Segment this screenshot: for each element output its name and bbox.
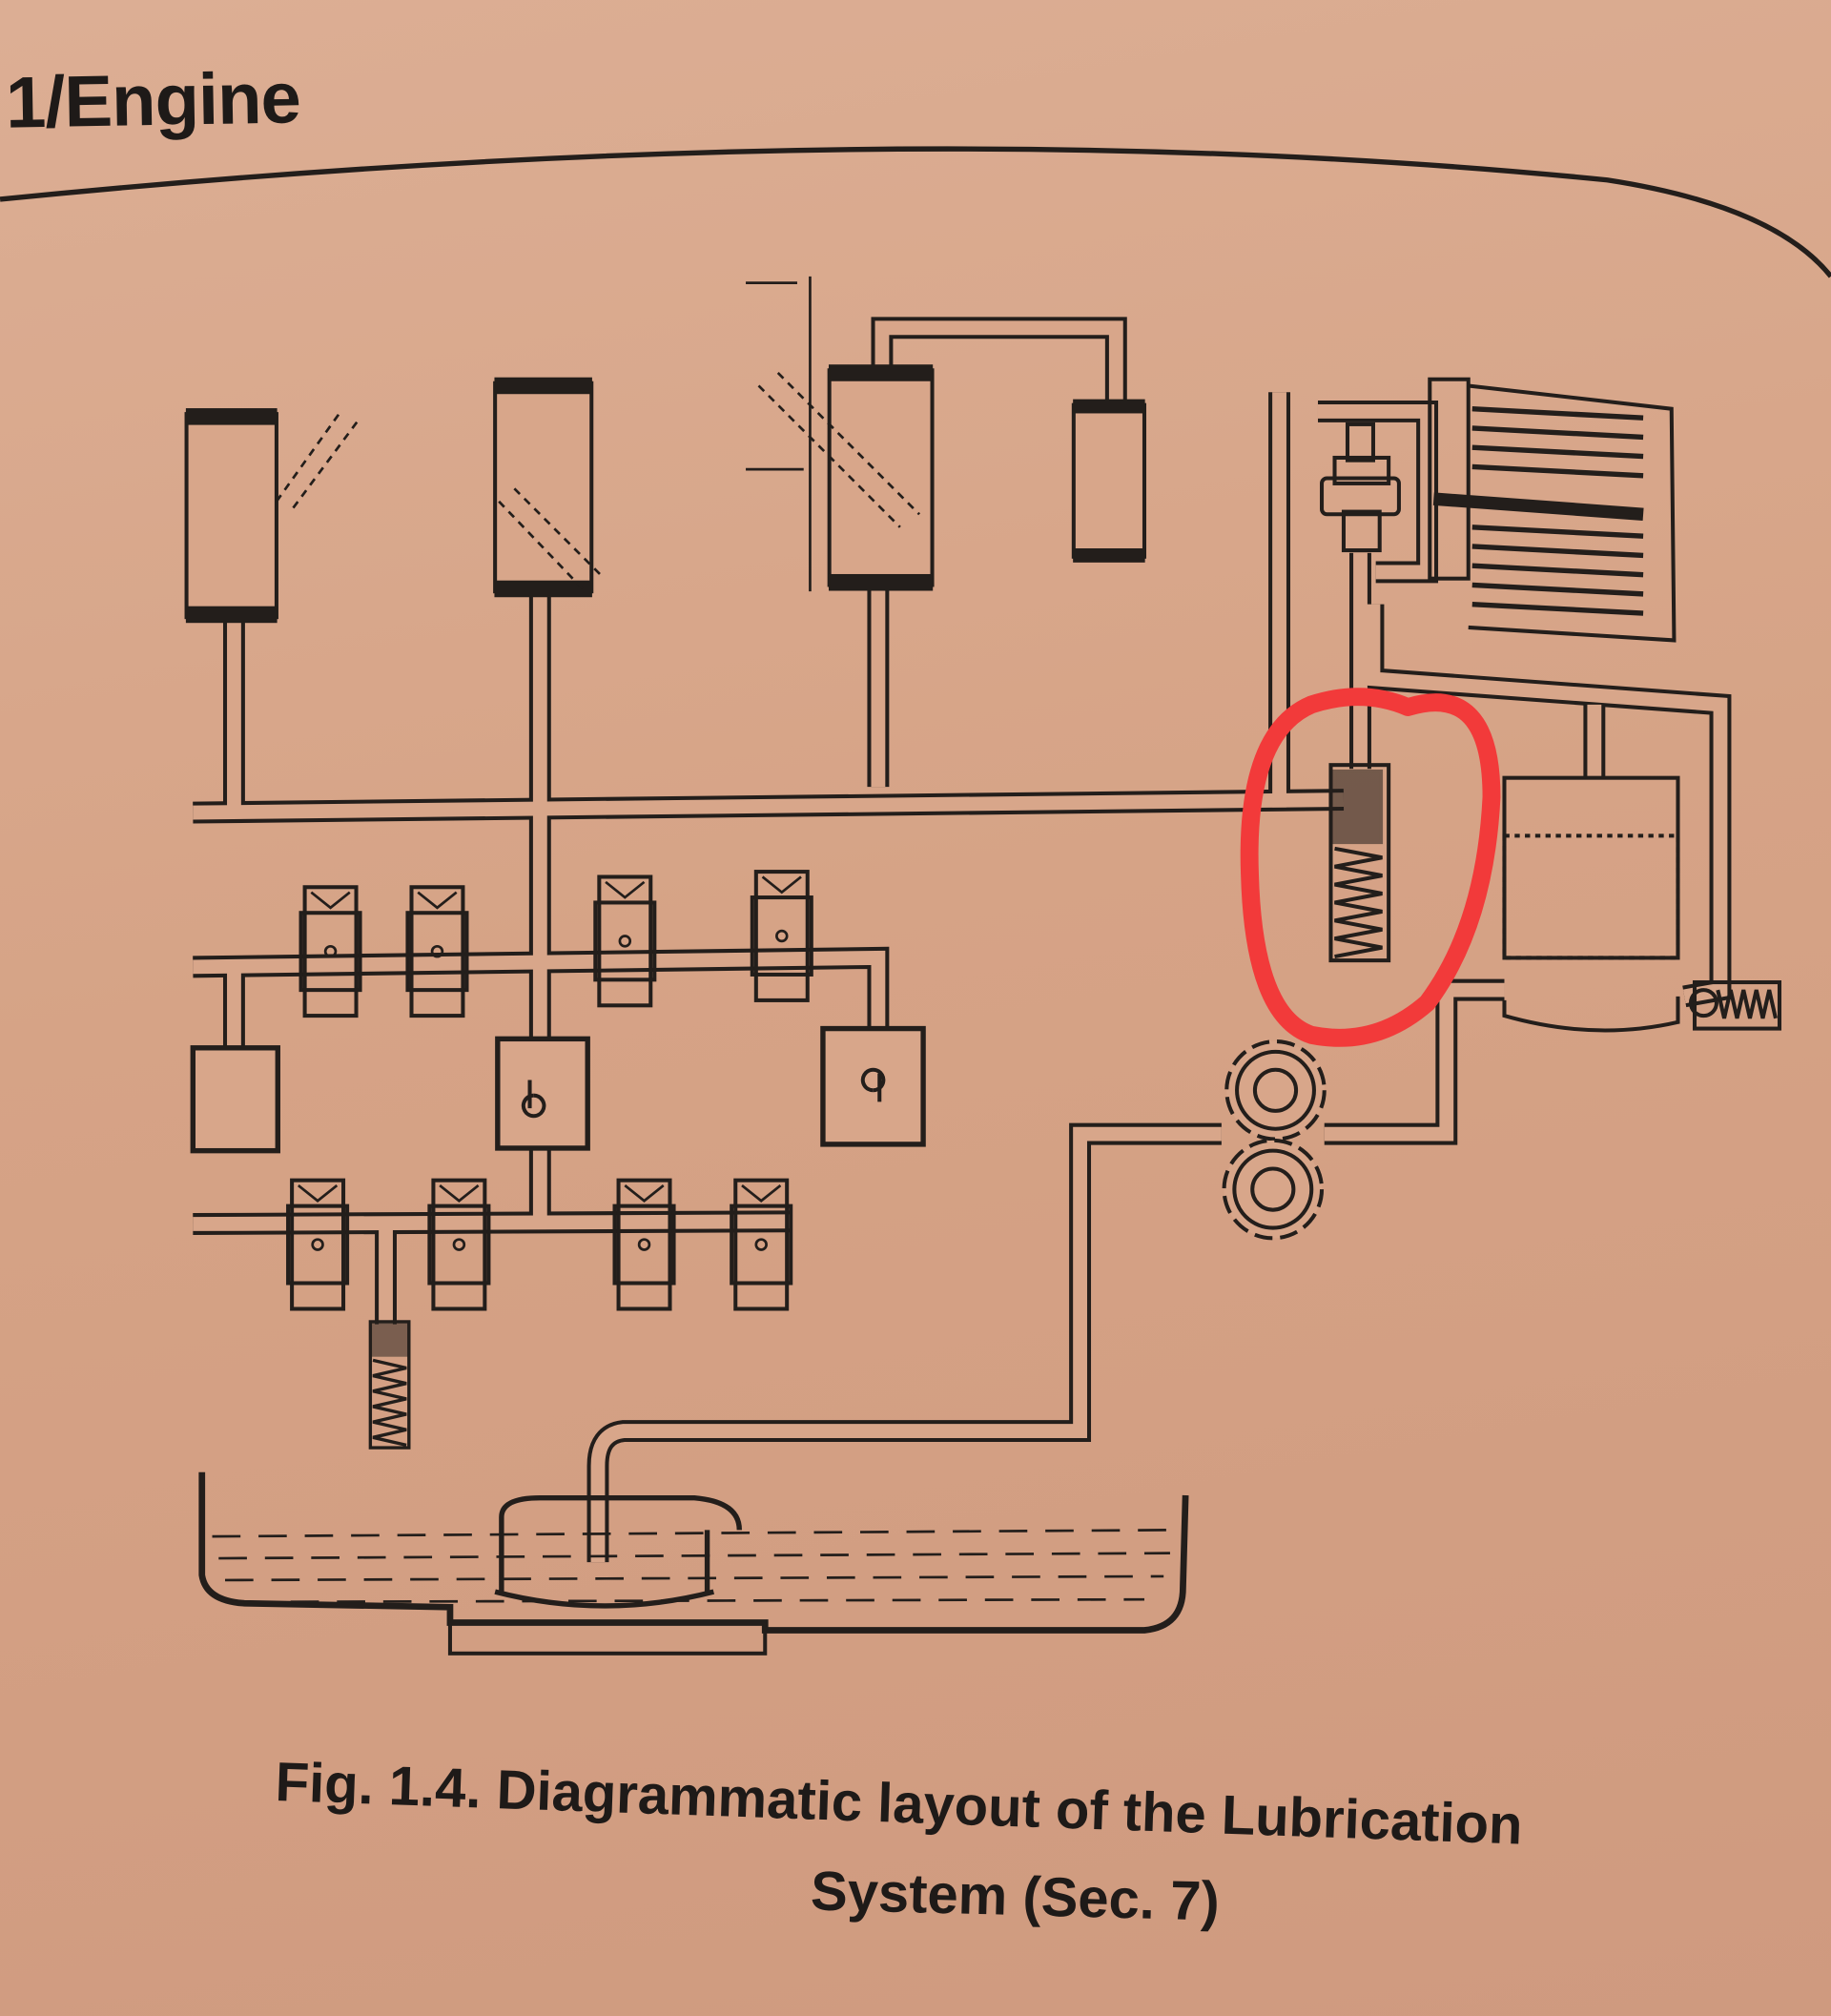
oil-pipes xyxy=(193,317,1732,1563)
oil-filter xyxy=(1320,377,1782,1033)
cylinders xyxy=(184,276,1147,624)
header-rule xyxy=(0,146,1831,278)
pressure-relief-valve xyxy=(1328,763,1391,963)
bypass-spring xyxy=(368,1320,411,1450)
figure-caption-line2: System (Sec. 7) xyxy=(810,1860,1221,1933)
oil-pump-gears xyxy=(1222,1039,1327,1241)
oil-sump xyxy=(198,1471,1189,1656)
tappet-boxes xyxy=(190,1025,926,1154)
red-annotation-circle xyxy=(1240,688,1501,1047)
